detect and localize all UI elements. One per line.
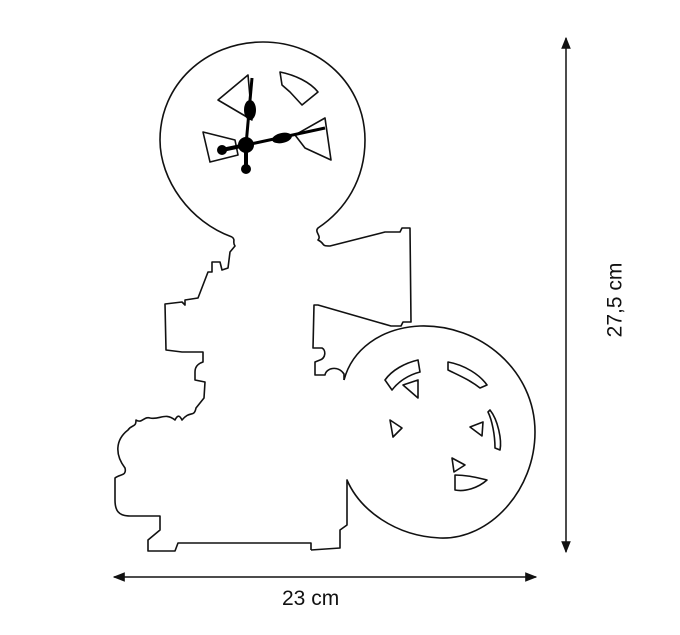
clock-hands [217,77,326,174]
lower-cutout-2 [447,361,488,389]
lower-cutout-3 [487,409,502,451]
width-label: 23 cm [282,587,340,610]
lower-cutout-4 [454,474,488,492]
lower-triangle-4 [451,457,466,473]
projector-body-outline [114,236,312,552]
height-label: 27,5 cm [603,262,627,338]
lower-cutout-1 [384,359,421,391]
upper-cutout-3 [202,131,239,163]
upper-cutout-4 [294,117,332,161]
lower-reel-outline [310,325,536,551]
upper-cutout-2 [279,71,319,106]
lower-triangle-1 [389,419,403,438]
lower-triangle-2 [402,379,419,399]
lower-triangle-3 [469,421,484,437]
upper-reel-outline [159,41,412,380]
